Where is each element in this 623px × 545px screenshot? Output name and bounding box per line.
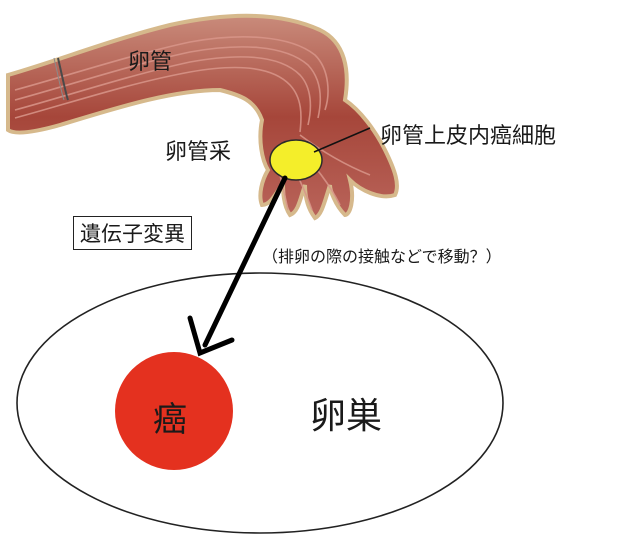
gene-mutation-box: 遺伝子変異 <box>73 216 192 250</box>
tube-outline <box>8 16 397 218</box>
migration-note: （排卵の際の接触などで移動？） <box>262 243 502 267</box>
stic-cell <box>270 140 322 180</box>
ovary-outline <box>17 273 503 533</box>
fallopian-tube <box>8 16 397 218</box>
stic-label: 卵管上皮内癌細胞 <box>380 118 556 150</box>
ovary-label: 卵巣 <box>310 387 382 439</box>
fallopian-tube-label: 卵管 <box>128 44 172 76</box>
fimbria-label: 卵管采 <box>165 134 231 166</box>
cancer-label: 癌 <box>153 392 187 441</box>
